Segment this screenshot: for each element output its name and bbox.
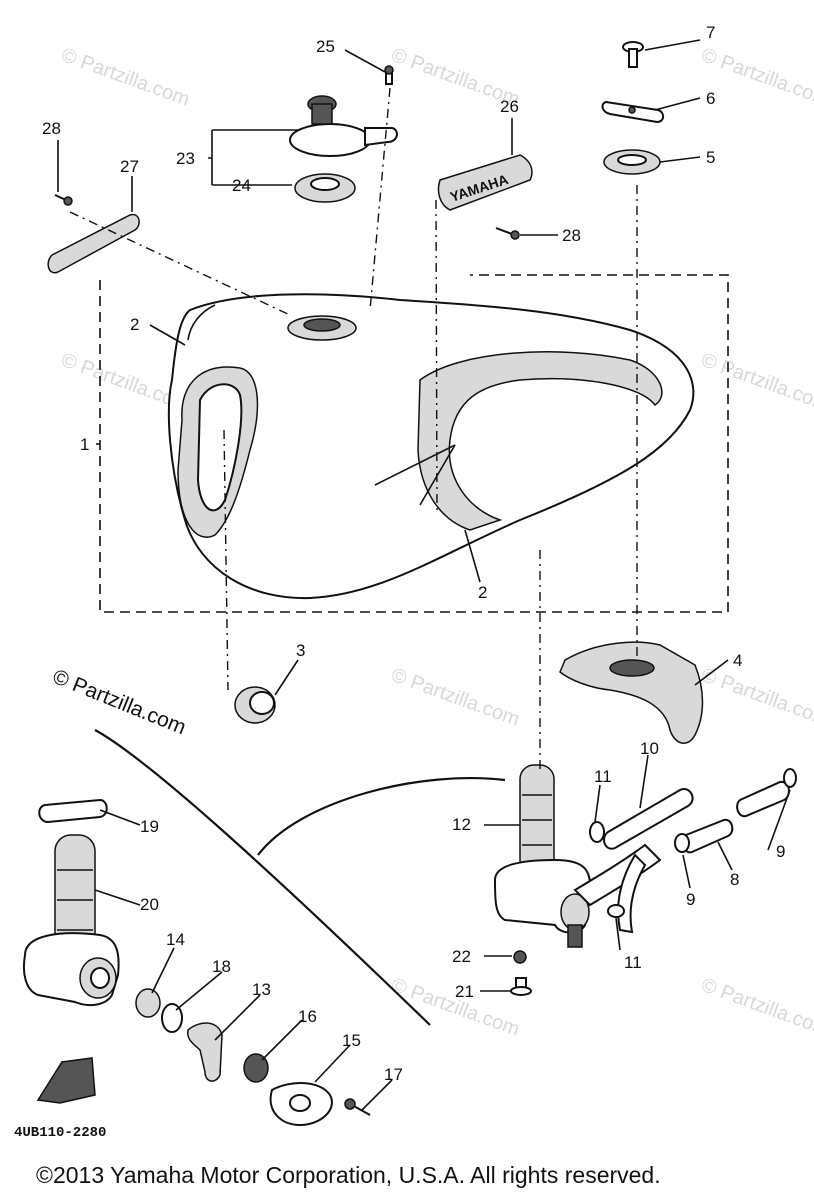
vent-hose <box>94 729 431 1026</box>
callout-28: 28 <box>562 226 581 245</box>
callout-22: 22 <box>452 947 471 966</box>
callout-1: 1 <box>80 435 89 454</box>
watermark: © Partzilla.com <box>698 349 814 416</box>
callout-20: 20 <box>140 895 159 914</box>
watermark: © Partzilla.com <box>388 664 522 731</box>
callout-24: 24 <box>232 176 251 195</box>
watermark: © Partzilla.com <box>58 44 192 111</box>
callout-11: 11 <box>624 953 642 972</box>
callout-26: 26 <box>500 97 519 116</box>
callout-16: 16 <box>298 1007 317 1026</box>
vent-hose-branch <box>257 777 506 856</box>
fuel-cock-right <box>493 764 592 996</box>
callouts: 1 2 2 3 4 5 6 7 8 9 9 10 11 11 12 13 14 … <box>42 23 785 1084</box>
directional-symbol-icon <box>36 1057 96 1104</box>
callout-2: 2 <box>130 315 139 334</box>
callout-28: 28 <box>42 119 61 138</box>
assembly-box <box>99 274 729 613</box>
callout-9: 9 <box>776 842 785 861</box>
grommet <box>234 686 276 724</box>
fuel-cock-left <box>22 798 120 1007</box>
callout-15: 15 <box>342 1031 361 1050</box>
callout-21: 21 <box>455 982 474 1001</box>
callout-12: 12 <box>452 815 471 834</box>
callout-13: 13 <box>252 980 271 999</box>
assembly-lines <box>69 87 638 770</box>
callout-2: 2 <box>478 583 487 602</box>
callout-leaders <box>57 39 791 1111</box>
callout-6: 6 <box>706 89 715 108</box>
callout-25: 25 <box>316 37 335 56</box>
watermark: © Partzilla.com <box>698 664 814 731</box>
callout-19: 19 <box>140 817 159 836</box>
callout-11: 11 <box>594 767 612 786</box>
callout-18: 18 <box>212 957 231 976</box>
callout-5: 5 <box>706 148 715 167</box>
callout-9: 9 <box>686 890 695 909</box>
callout-7: 7 <box>706 23 715 42</box>
fuel-hoses <box>573 768 797 934</box>
callout-8: 8 <box>730 870 739 889</box>
callout-3: 3 <box>296 641 305 660</box>
tank-damper <box>559 641 704 744</box>
fuel-cap-assembly <box>289 65 398 203</box>
copyright-notice: ©2013 Yamaha Motor Corporation, U.S.A. A… <box>36 1162 661 1188</box>
drawing-code: 4UB110-2280 <box>14 1125 107 1141</box>
fuel-tank <box>167 293 695 600</box>
tank-mount-parts <box>601 41 665 175</box>
watermark: © Partzilla.com <box>698 974 814 1041</box>
petcock-internals <box>135 988 371 1127</box>
callout-27: 27 <box>120 157 139 176</box>
callout-14: 14 <box>166 930 185 949</box>
watermark: © Partzilla.com <box>698 44 814 111</box>
callout-4: 4 <box>733 651 742 670</box>
callout-23: 23 <box>176 149 195 168</box>
callout-17: 17 <box>384 1065 403 1084</box>
callout-10: 10 <box>640 739 659 758</box>
